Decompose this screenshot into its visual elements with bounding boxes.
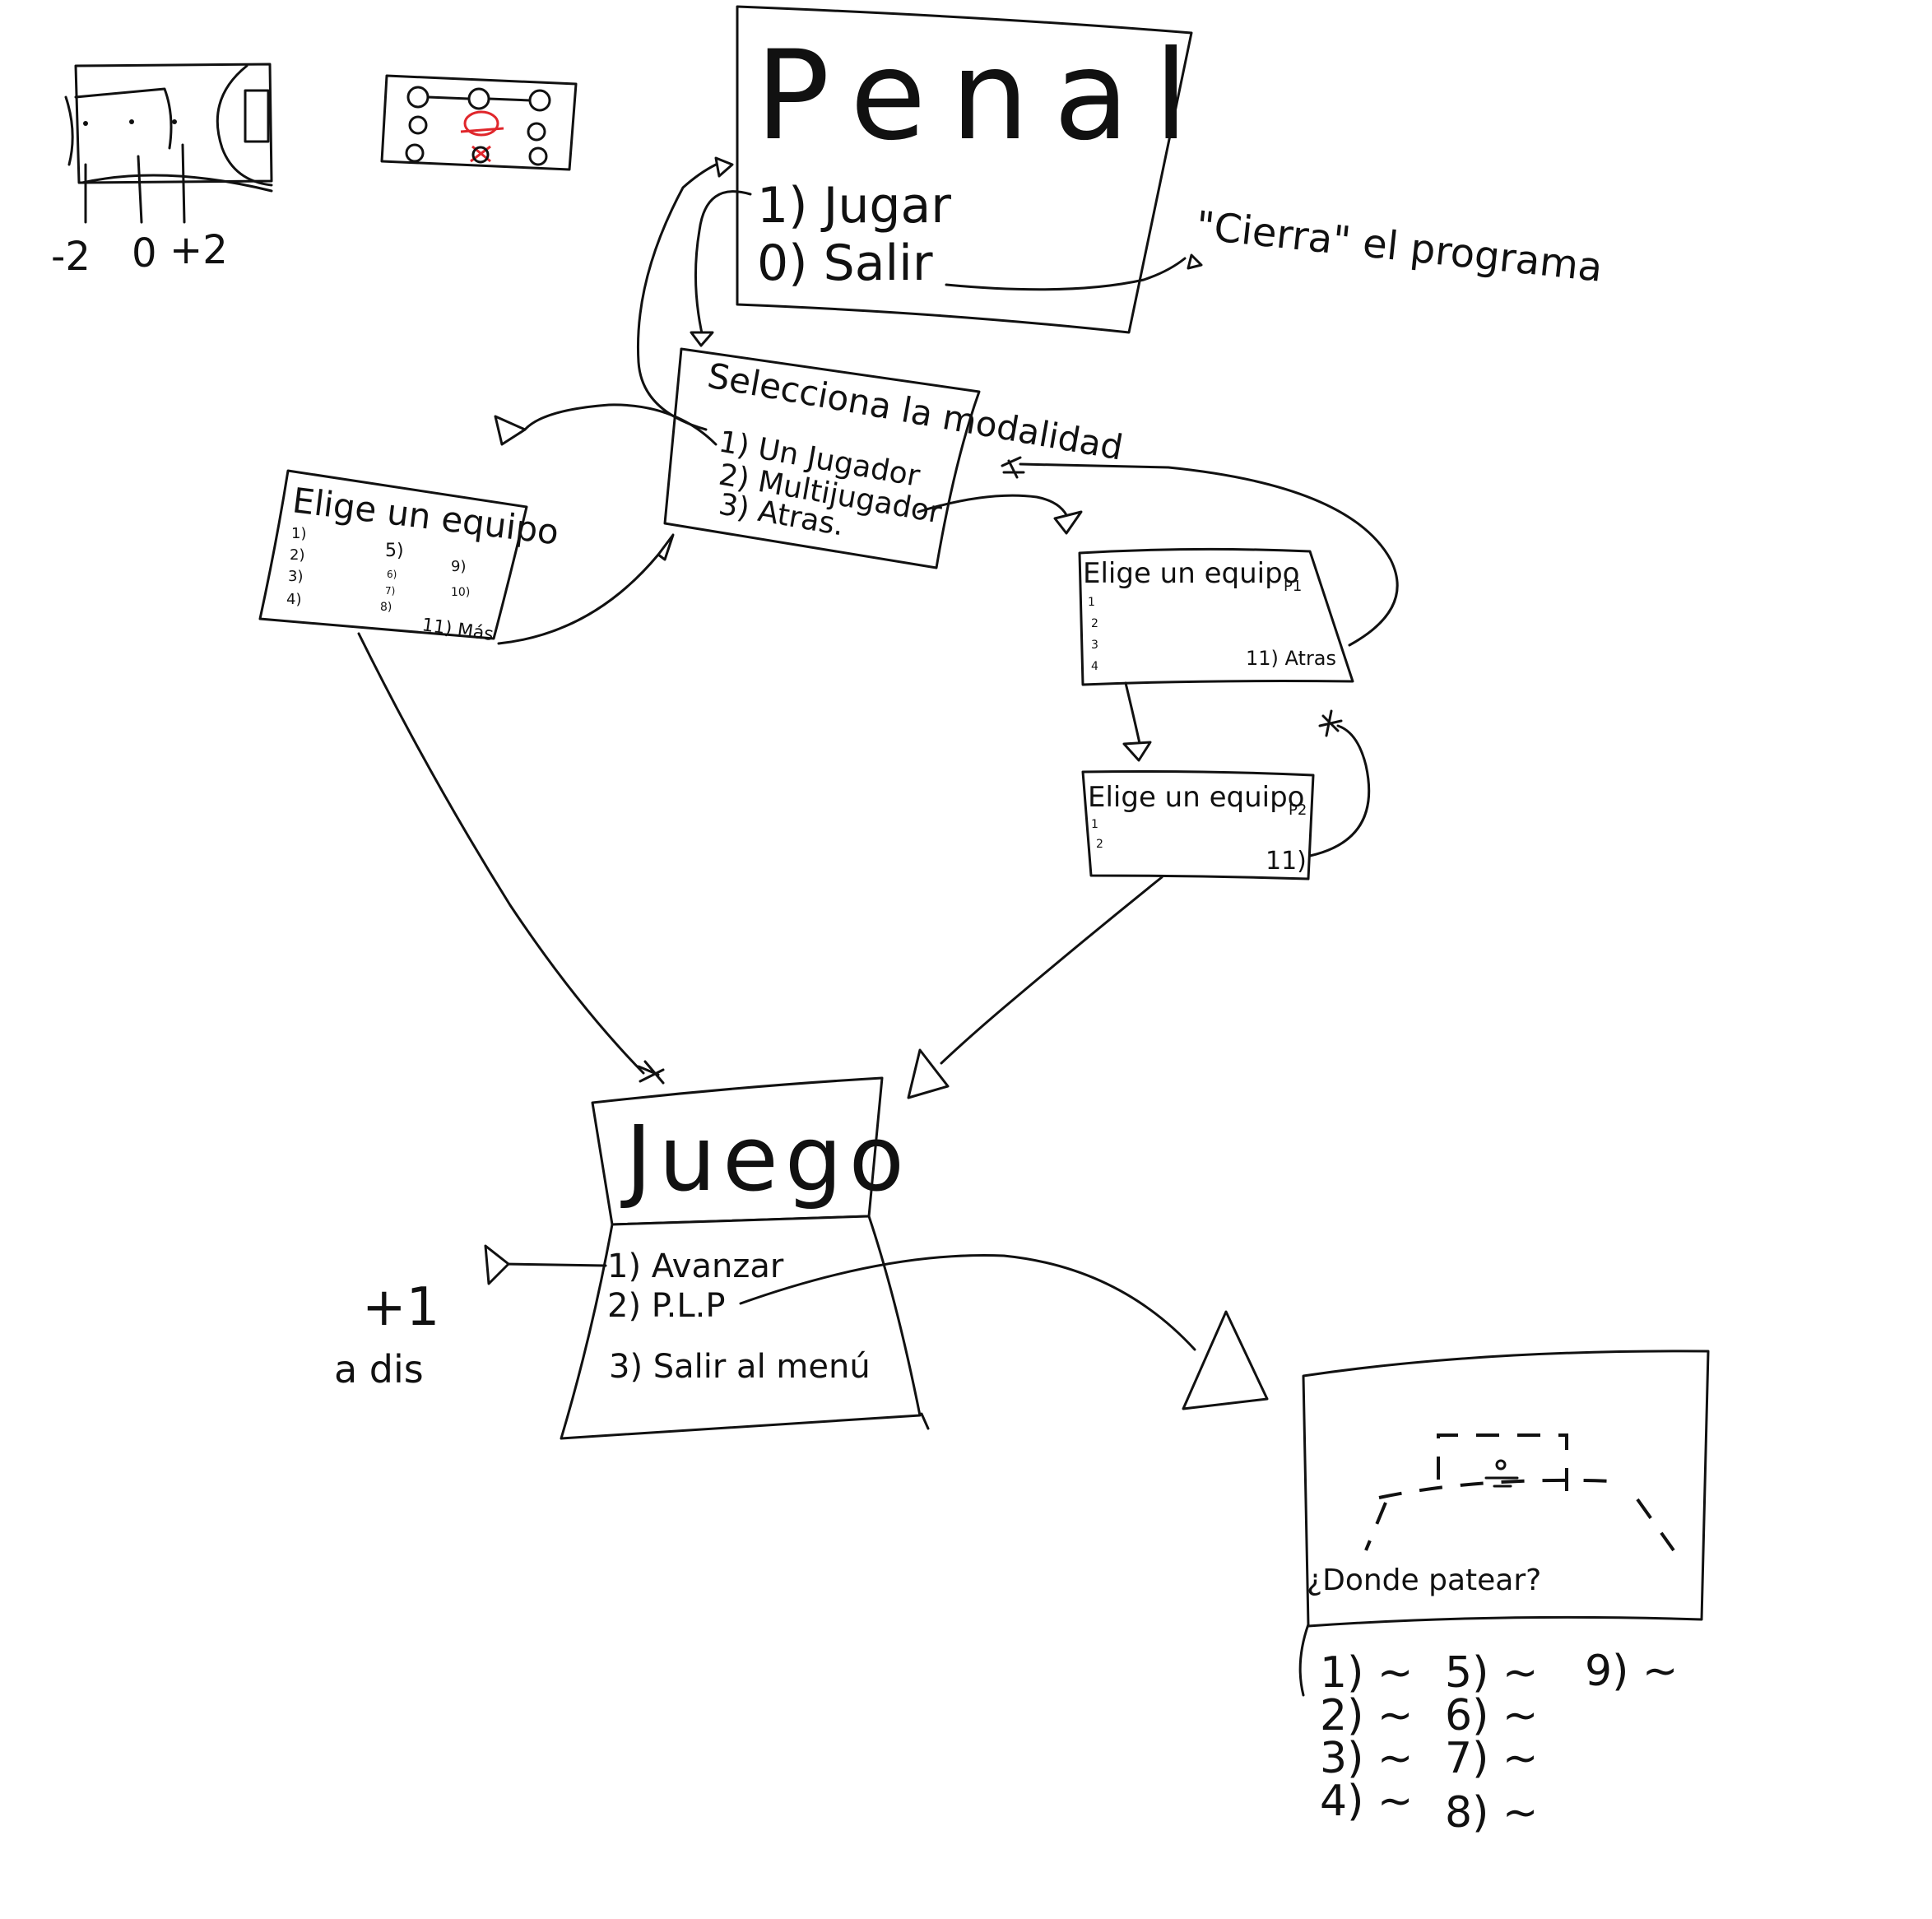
mode-select-screen: Selecciona la modalidad 1) Un Jugador 2)… (663, 347, 1126, 569)
team-single-item-10[interactable]: 10) (451, 586, 470, 599)
field-label-plus2: +2 (170, 227, 228, 273)
arrowhead-icon (1182, 1310, 1269, 1410)
shot-option-8[interactable]: 8) ~ (1445, 1788, 1538, 1838)
arrow-p1-back-to-mode (1019, 462, 1399, 647)
game-option-plp[interactable]: 2) P.L.P (607, 1287, 726, 1325)
arrow-p2-to-game (940, 876, 1163, 1065)
arrowhead-icon (690, 331, 714, 347)
shot-option-4[interactable]: 4) ~ (1320, 1777, 1413, 1826)
title-screen: Penal 1) Jugar 0) Salir "Cierra" el prog… (736, 5, 1605, 334)
game-screen: Juego 1) Avanzar 2) P.L.P 3) Salir al me… (334, 1076, 930, 1440)
team-p1-item-2[interactable]: 2 (1091, 617, 1098, 630)
arrow-more-to-mode (497, 553, 660, 645)
team-p1-item-1[interactable]: 1 (1088, 596, 1095, 609)
game-option-exit-menu[interactable]: 3) Salir al menú (609, 1348, 871, 1386)
shot-option-1[interactable]: 1) ~ (1320, 1648, 1413, 1698)
arrowhead-icon (637, 1060, 665, 1085)
team-select-p1-screen: Elige un equipo P1 1 2 3 4 11) Atras (1078, 547, 1354, 686)
arrow-advance-to-note (502, 1262, 607, 1267)
team-p2-heading: Elige un equipo (1088, 781, 1304, 814)
menu-option-exit[interactable]: 0) Salir (757, 235, 933, 292)
arrowhead-icon (484, 1244, 510, 1285)
team-single-item-7[interactable]: 7) (385, 585, 395, 597)
arrow-single-to-game (357, 632, 645, 1075)
team-single-item-9[interactable]: 9) (451, 558, 466, 575)
arrowhead-icon (714, 156, 734, 178)
field-label-zero: 0 (132, 230, 157, 276)
team-single-item-1[interactable]: 1) (291, 525, 306, 542)
arrow-multi-to-p1 (917, 494, 1070, 520)
arrowhead-icon (1318, 709, 1343, 737)
dot-icon (83, 121, 88, 126)
arrowhead-icon (657, 533, 675, 561)
advance-note-plus: +1 (362, 1277, 439, 1338)
team-p1-item-4[interactable]: 4 (1091, 660, 1098, 673)
field-label-minus2: -2 (51, 234, 91, 280)
team-p1-heading: Elige un equipo (1083, 557, 1299, 590)
team-single-item-8[interactable]: 8) (380, 601, 392, 614)
arrowhead-icon (907, 1048, 950, 1099)
penalty-area (1364, 1478, 1675, 1552)
team-p2-item-1[interactable]: 1 (1091, 818, 1098, 831)
team-single-item-3[interactable]: 3) (288, 568, 303, 585)
shot-option-3[interactable]: 3) ~ (1320, 1734, 1413, 1783)
shot-screen: ¿Donde patear? 1) ~ 2) ~ 3) ~ 4) ~ 5) ~ … (1298, 1350, 1710, 1838)
arrow-p2-back-to-p1 (1308, 724, 1371, 857)
team-single-item-6[interactable]: 6) (387, 569, 397, 580)
ball-marker-icon (463, 110, 499, 137)
arrowhead-icon (494, 415, 527, 446)
ball-icon (1495, 1459, 1507, 1471)
arrow-mode-to-single (523, 403, 718, 446)
arrowhead-icon (1122, 741, 1152, 762)
shot-question: ¿Donde patear? (1307, 1564, 1541, 1597)
shot-option-9[interactable]: 9) ~ (1585, 1647, 1678, 1696)
shot-option-5[interactable]: 5) ~ (1445, 1648, 1538, 1698)
arrowhead-icon (1053, 510, 1083, 535)
team-p2-back[interactable]: 11) (1266, 847, 1307, 876)
advance-note-distance: a dis (334, 1347, 424, 1392)
shot-option-7[interactable]: 7) ~ (1445, 1734, 1538, 1783)
game-option-advance[interactable]: 1) Avanzar (607, 1248, 784, 1285)
team-p2-tag: P2 (1289, 802, 1307, 819)
page-title: Penal (755, 25, 1213, 168)
shot-option-2[interactable]: 2) ~ (1320, 1691, 1413, 1740)
team-single-item-4[interactable]: 4) (286, 591, 301, 608)
arrow-p1-to-p2 (1124, 681, 1142, 749)
dot-icon (129, 119, 134, 124)
team-single-item-2[interactable]: 2) (290, 546, 304, 564)
menu-option-play[interactable]: 1) Jugar (757, 177, 951, 235)
shot-option-6[interactable]: 6) ~ (1445, 1691, 1538, 1740)
team-p2-item-2[interactable]: 2 (1096, 838, 1103, 851)
team-single-item-5[interactable]: 5) (385, 541, 404, 561)
arrow-plp-to-shot (739, 1254, 1196, 1351)
team-select-single-screen: Elige un equipo 1) 2) 3) 4) 5) 6) 7) 8) … (258, 469, 561, 645)
team-select-p2-screen: Elige un equipo P2 1 2 11) (1081, 770, 1315, 881)
dot-icon (172, 119, 177, 124)
team-p1-tag: P1 (1284, 578, 1302, 595)
team-p1-back[interactable]: 11) Atras (1246, 647, 1336, 670)
arrow-play-to-mode (694, 190, 752, 339)
goal-frame (1437, 1433, 1568, 1491)
team-p1-item-3[interactable]: 3 (1091, 639, 1098, 652)
game-title: Juego (620, 1106, 911, 1211)
arrowhead-icon (1001, 456, 1025, 479)
field-sketch: -2 0 +2 (51, 63, 273, 280)
formation-sketch (380, 74, 578, 171)
arrow-back-to-title (636, 163, 718, 431)
exit-note: "Cierra" el programa (1194, 202, 1605, 291)
